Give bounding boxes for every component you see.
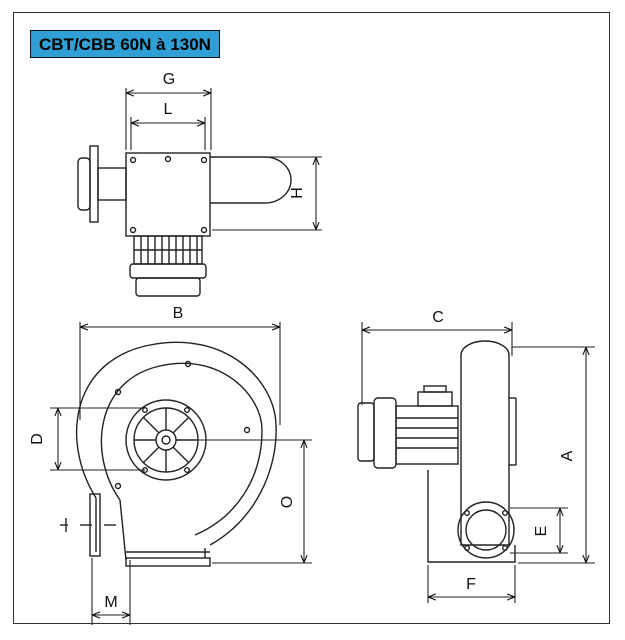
dim-label-f: F	[466, 576, 476, 593]
dim-label-m: M	[104, 594, 117, 611]
dim-label-b: B	[173, 305, 184, 322]
dim-label-a: A	[559, 450, 576, 461]
dim-label-l: L	[164, 101, 173, 118]
page-title: CBT/CBB 60N à 130N	[30, 30, 220, 58]
dim-label-g: G	[163, 71, 175, 88]
top-view	[77, 145, 292, 297]
dim-label-d: D	[29, 433, 46, 445]
dim-label-c: C	[432, 309, 444, 326]
dim-label-e: E	[533, 526, 550, 537]
side-view	[357, 340, 517, 563]
dim-label-o: O	[279, 496, 296, 508]
drawing-frame	[13, 12, 610, 624]
front-view	[60, 341, 277, 567]
dim-label-h: H	[289, 187, 306, 199]
